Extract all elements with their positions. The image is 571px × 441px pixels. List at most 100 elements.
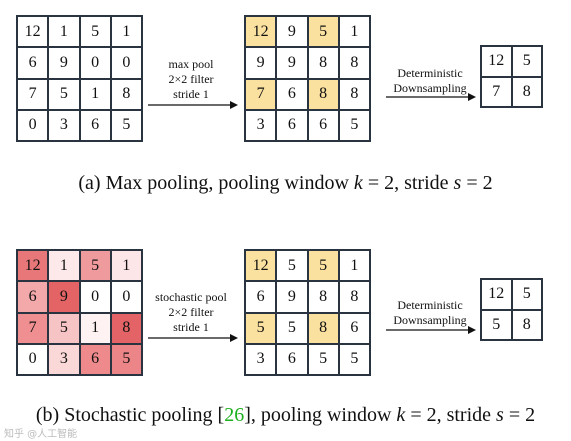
caption-b-end: = 2 [503,404,536,426]
grid-cell: 9 [48,47,80,79]
grid-cell: 6 [79,343,111,375]
op-line-2: 2×2 filter [168,305,214,319]
grid-cell: 1 [48,16,80,48]
grid-cell: 12 [481,279,512,310]
caption-b-after-cite: ], pooling window [244,404,397,426]
grid-cell: 7 [17,78,49,110]
caption-b-mid: = 2, stride [405,404,497,426]
maxpool-arrow [148,101,238,109]
grid-cell: 5 [79,250,111,282]
grid-cell: 5 [245,312,277,344]
grid-cell: 9 [48,281,80,313]
grid-cell: 7 [245,78,277,110]
stochastic-arrow [148,334,238,342]
grid-cell: 8 [338,78,370,110]
grid-cell: 5 [307,250,339,282]
grid-cell: 12 [17,16,49,48]
grid-cell: 1 [110,250,142,282]
op-line-1: stochastic pool [155,290,227,304]
grid-cell: 8 [307,281,339,313]
grid-cell: 12 [245,250,277,282]
ds-line-1: Deterministic [397,66,463,80]
ds-line-2: Downsampling [393,313,467,327]
grid-cell: 9 [276,16,308,48]
grid-cell: 0 [17,343,49,375]
caption-a-end: = 2 [461,172,493,194]
watermark: 知乎 @人工智能 [4,429,78,440]
grid-cell: 0 [79,281,111,313]
grid-cell: 6 [276,109,308,141]
caption-a: (a) Max pooling, pooling window k = 2, s… [0,172,571,195]
caption-b: (b) Stochastic pooling [26], pooling win… [0,404,571,427]
grid-cell: 8 [110,312,142,344]
grid-cell: 12 [245,16,277,48]
maxpool-ds-label: Deterministic Downsampling [380,66,480,96]
grid-cell: 6 [276,343,308,375]
grid-cell: 9 [245,47,277,79]
grid-cell: 6 [17,281,49,313]
grid-cell: 6 [17,47,49,79]
grid-cell: 8 [110,78,142,110]
grid-cell: 3 [48,109,80,141]
grid-cell: 0 [110,281,142,313]
grid-cell: 8 [511,309,542,340]
citation-link[interactable]: 26 [224,404,245,426]
grid-cell: 5 [79,16,111,48]
caption-b-k: k [396,404,406,426]
caption-a-s: s [453,172,462,194]
grid-cell: 5 [511,279,542,310]
grid-cell: 8 [307,312,339,344]
grid-cell: 8 [338,281,370,313]
grid-cell: 8 [307,47,339,79]
grid-cell: 6 [338,312,370,344]
grid-cell: 3 [48,343,80,375]
grid-cell: 6 [79,109,111,141]
grid-cell: 12 [481,46,512,77]
stochastic-ds-label: Deterministic Downsampling [380,298,480,328]
grid-cell: 9 [276,47,308,79]
grid-cell: 1 [110,16,142,48]
grid-cell: 6 [307,109,339,141]
grid-cell: 5 [511,46,542,77]
grid-cell: 5 [307,343,339,375]
grid-cell: 5 [481,309,512,340]
grid-cell: 5 [276,312,308,344]
grid-cell: 12 [17,250,49,282]
ds-line-2: Downsampling [393,81,467,95]
caption-b-prefix: (b) Stochastic pooling [ [35,404,225,426]
grid-cell: 5 [48,78,80,110]
ds-line-1: Deterministic [397,298,463,312]
grid-cell: 1 [79,78,111,110]
grid-cell: 5 [307,16,339,48]
grid-cell: 7 [481,76,512,107]
grid-cell: 7 [17,312,49,344]
grid-cell: 8 [307,78,339,110]
caption-a-mid: = 2, stride [362,172,454,194]
op-line-3: stride 1 [173,320,209,334]
caption-b-s: s [496,404,504,426]
op-line-2: 2×2 filter [168,72,214,86]
grid-cell: 5 [338,343,370,375]
caption-a-prefix: (a) Max pooling, pooling window [78,172,354,194]
op-line-3: stride 1 [173,87,209,101]
grid-cell: 8 [511,76,542,107]
grid-cell: 6 [245,281,277,313]
caption-a-k: k [353,172,363,194]
grid-cell: 3 [245,343,277,375]
stochastic-op-label: stochastic pool 2×2 filter stride 1 [141,290,241,335]
grid-cell: 5 [110,109,142,141]
grid-cell: 1 [338,250,370,282]
grid-cell: 9 [276,281,308,313]
grid-cell: 5 [338,109,370,141]
grid-cell: 1 [338,16,370,48]
grid-cell: 1 [48,250,80,282]
grid-cell: 5 [48,312,80,344]
stochastic-ds-arrow [386,326,476,334]
maxpool-ds-arrow [386,93,476,101]
grid-cell: 8 [338,47,370,79]
maxpool-op-label: max pool 2×2 filter stride 1 [146,57,236,102]
grid-cell: 6 [276,78,308,110]
